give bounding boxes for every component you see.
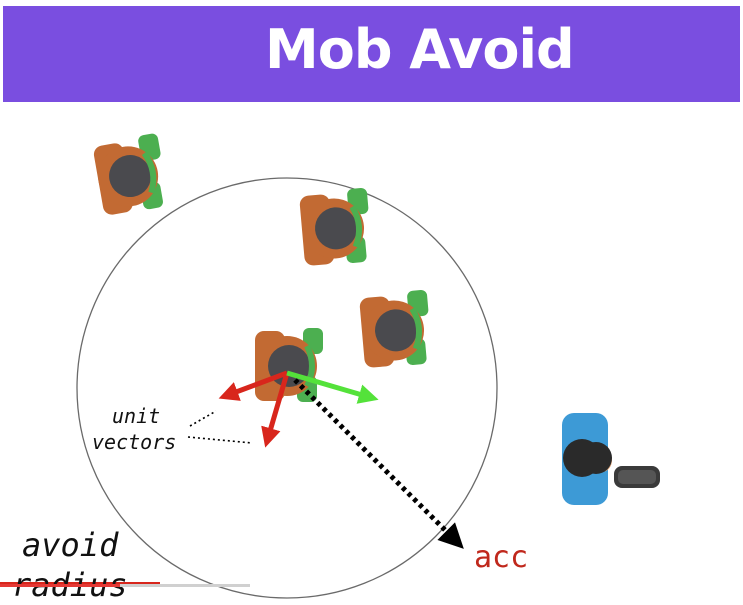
vectors-pointer-line xyxy=(187,436,253,444)
unit-vector-red-left xyxy=(218,370,288,401)
mob-icon xyxy=(93,133,163,215)
vectors-label: vectors xyxy=(92,430,176,454)
mob-icon xyxy=(359,290,429,368)
mob-icon xyxy=(299,188,369,266)
unit-vector-green xyxy=(286,370,379,404)
avoid-label: avoid xyxy=(22,526,119,564)
avoid-radius-circle xyxy=(76,177,498,599)
title-banner xyxy=(3,6,740,102)
acc-vector xyxy=(293,378,464,549)
mob-icon-center xyxy=(255,328,323,402)
video-progress-fill xyxy=(0,584,120,587)
unit-pointer-line xyxy=(189,410,217,427)
unit-vector-red-down xyxy=(261,372,290,448)
acc-label: acc xyxy=(474,540,528,575)
page-title: Mob Avoid xyxy=(265,18,575,81)
unit-label: unit xyxy=(112,404,160,428)
video-progress-track[interactable] xyxy=(0,584,250,587)
player-icon xyxy=(562,413,660,505)
